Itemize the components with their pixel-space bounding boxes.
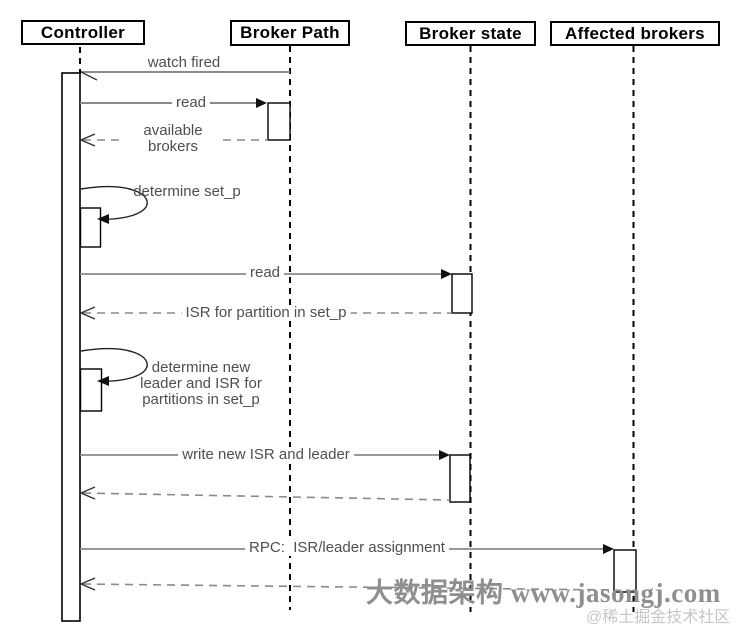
activation-broker-path (267, 102, 291, 141)
message-label-write-new-isr: write new ISR and leader (178, 447, 354, 463)
actor-label-controller: Controller (40, 22, 126, 42)
activation-broker-state-read (451, 273, 473, 314)
arrowhead-read-broker-path (256, 98, 267, 108)
message-label-read-broker-state: read (245, 265, 285, 281)
message-label-determine-set-p: determine set_p (133, 183, 241, 200)
message-label-read-broker-path: read (171, 95, 211, 111)
actor-label-broker-path: Broker Path (240, 23, 340, 42)
arrowhead-write-new-isr (439, 450, 450, 460)
watermark-text: 大数据架构 www.jasongj.com (366, 578, 721, 608)
message-label-rpc-assignment: RPC: ISR/leader assignment (245, 540, 449, 556)
message-label-isr-for-partition: ISR for partition in set_p (181, 305, 351, 321)
arrowhead-watch-fired (80, 71, 98, 81)
arrowhead-write-ack (79, 486, 96, 500)
actor-label-affected-brokers: Affected brokers (565, 23, 705, 43)
activation-controller-self2 (79, 368, 103, 412)
actor-box-affected-brokers: Affected brokers (550, 21, 720, 46)
return-line-write-ack (82, 492, 451, 501)
activation-controller-self1 (79, 207, 102, 248)
arrowhead-self-loop-2 (97, 376, 109, 386)
arrowhead-isr-for-partition (79, 306, 96, 320)
arrowhead-available-brokers (79, 133, 96, 147)
actor-box-broker-path: Broker Path (230, 20, 350, 46)
arrowhead-rpc-ack (79, 577, 96, 591)
activation-controller-main (61, 72, 81, 622)
message-label-determine-new-leader: determine new leader and ISR for partiti… (140, 359, 262, 408)
arrowhead-self-loop-1 (97, 214, 109, 224)
self-loop-determine-set-p (80, 185, 148, 220)
actor-box-controller: Controller (21, 20, 145, 45)
arrowhead-read-broker-state (441, 269, 452, 279)
self-loop-determine-new-leader (80, 347, 148, 382)
arrowhead-rpc-assignment (603, 544, 614, 554)
actor-label-broker-state: Broker state (419, 23, 522, 43)
activation-affected-brokers (613, 549, 637, 593)
return-line-rpc-ack (82, 583, 615, 591)
message-label-watch-fired: watch fired (147, 54, 221, 71)
message-label-available-brokers: available brokers (123, 123, 223, 155)
activation-broker-state-write (449, 454, 471, 503)
actor-box-broker-state: Broker state (405, 21, 536, 46)
watermark-community: @稀土掘金技术社区 (586, 609, 731, 626)
